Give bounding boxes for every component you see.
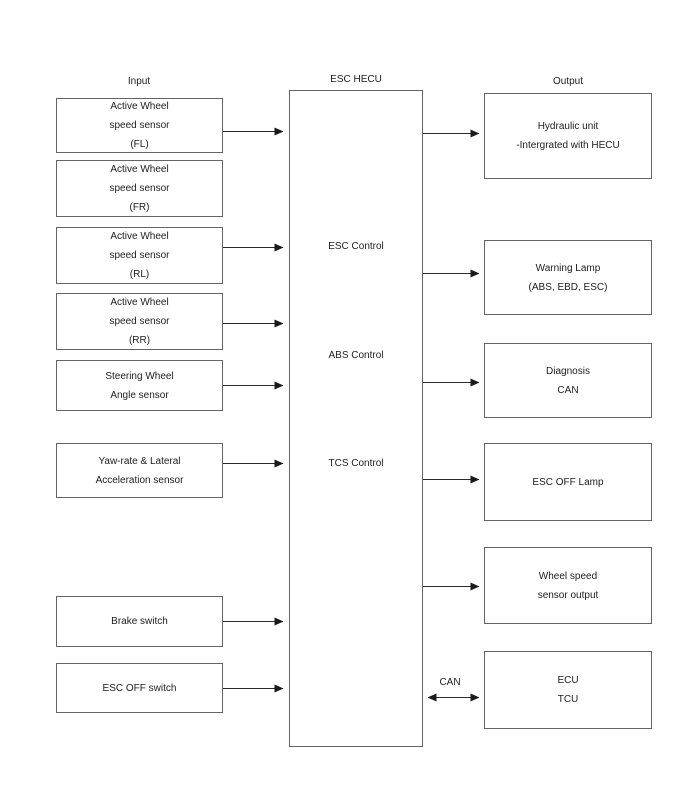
output-box-diagnosis-can: Diagnosis CAN: [484, 343, 652, 418]
input-box-wheel-speed-rr: Active Wheel speed sensor (RR): [56, 293, 223, 350]
box-label: Active Wheel speed sensor (FL): [109, 101, 170, 150]
input-box-steering-angle-sensor: Steering Wheel Angle sensor: [56, 360, 223, 411]
box-label: ESC OFF switch: [102, 682, 177, 694]
box-label: Brake switch: [111, 616, 168, 627]
box-label: Diagnosis CAN: [546, 365, 590, 396]
box-label: Warning Lamp (ABS, EBD, ESC): [528, 262, 608, 293]
box-label: Hydraulic unit -Intergrated with HECU: [516, 121, 620, 151]
can-bus-label: CAN: [439, 677, 461, 688]
output-box-wheel-speed-output: Wheel speed sensor output: [484, 547, 652, 624]
box-label: Active Wheel speed sensor (RL): [109, 231, 170, 280]
box-label: ECU TCU: [557, 675, 579, 705]
hecu-function-tcs-control: TCS Control: [328, 458, 384, 469]
output-box-ecu-tcu: ECU TCU: [484, 651, 652, 729]
output-box-warning-lamp: Warning Lamp (ABS, EBD, ESC): [484, 240, 652, 315]
output-box-esc-off-lamp: ESC OFF Lamp: [484, 443, 652, 521]
box-label: Wheel speed sensor output: [537, 570, 599, 601]
input-column-label: Input: [127, 76, 151, 87]
input-box-esc-off-switch: ESC OFF switch: [56, 663, 223, 713]
box-label: ESC OFF Lamp: [532, 476, 604, 488]
output-column-label: Output: [552, 76, 584, 87]
esc-hecu-label: ESC HECU: [330, 74, 382, 85]
input-box-wheel-speed-fr: Active Wheel speed sensor (FR): [56, 160, 223, 217]
box-label: Steering Wheel Angle sensor: [105, 370, 174, 401]
hecu-function-esc-control: ESC Control: [328, 241, 384, 252]
box-label: Yaw-rate & Lateral Acceleration sensor: [95, 455, 184, 486]
output-box-hydraulic-unit: Hydraulic unit -Intergrated with HECU: [484, 93, 652, 179]
hecu-function-abs-control: ABS Control: [328, 350, 384, 361]
input-box-wheel-speed-fl: Active Wheel speed sensor (FL): [56, 98, 223, 153]
input-box-wheel-speed-rl: Active Wheel speed sensor (RL): [56, 227, 223, 284]
box-label: Active Wheel speed sensor (RR): [109, 297, 170, 346]
esc-hecu-box: ESC Control ABS Control TCS Control: [289, 90, 423, 747]
input-box-brake-switch: Brake switch: [56, 596, 223, 647]
input-box-yaw-lateral-sensor: Yaw-rate & Lateral Acceleration sensor: [56, 443, 223, 498]
box-label: Active Wheel speed sensor (FR): [109, 164, 170, 213]
